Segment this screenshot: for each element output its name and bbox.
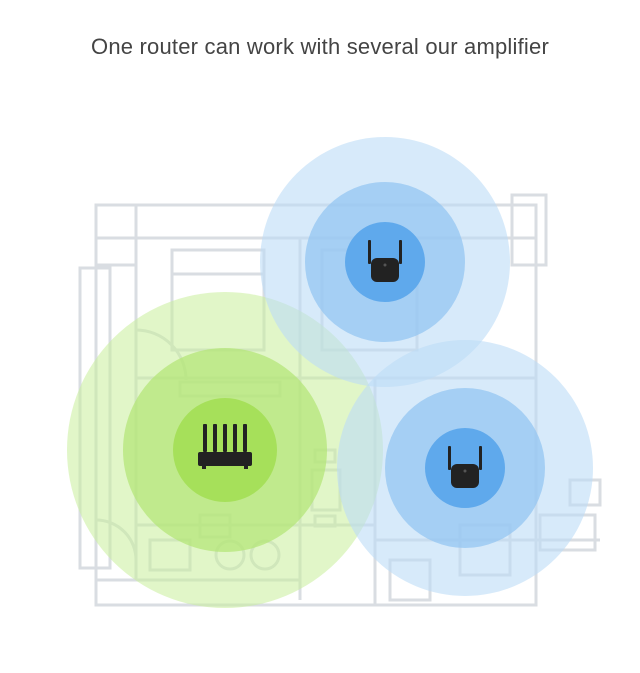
wifi-extender-icon: [448, 446, 482, 488]
router-icon: [198, 424, 252, 469]
wifi-extender-icon: [368, 240, 402, 282]
page-title: One router can work with several our amp…: [91, 34, 549, 59]
